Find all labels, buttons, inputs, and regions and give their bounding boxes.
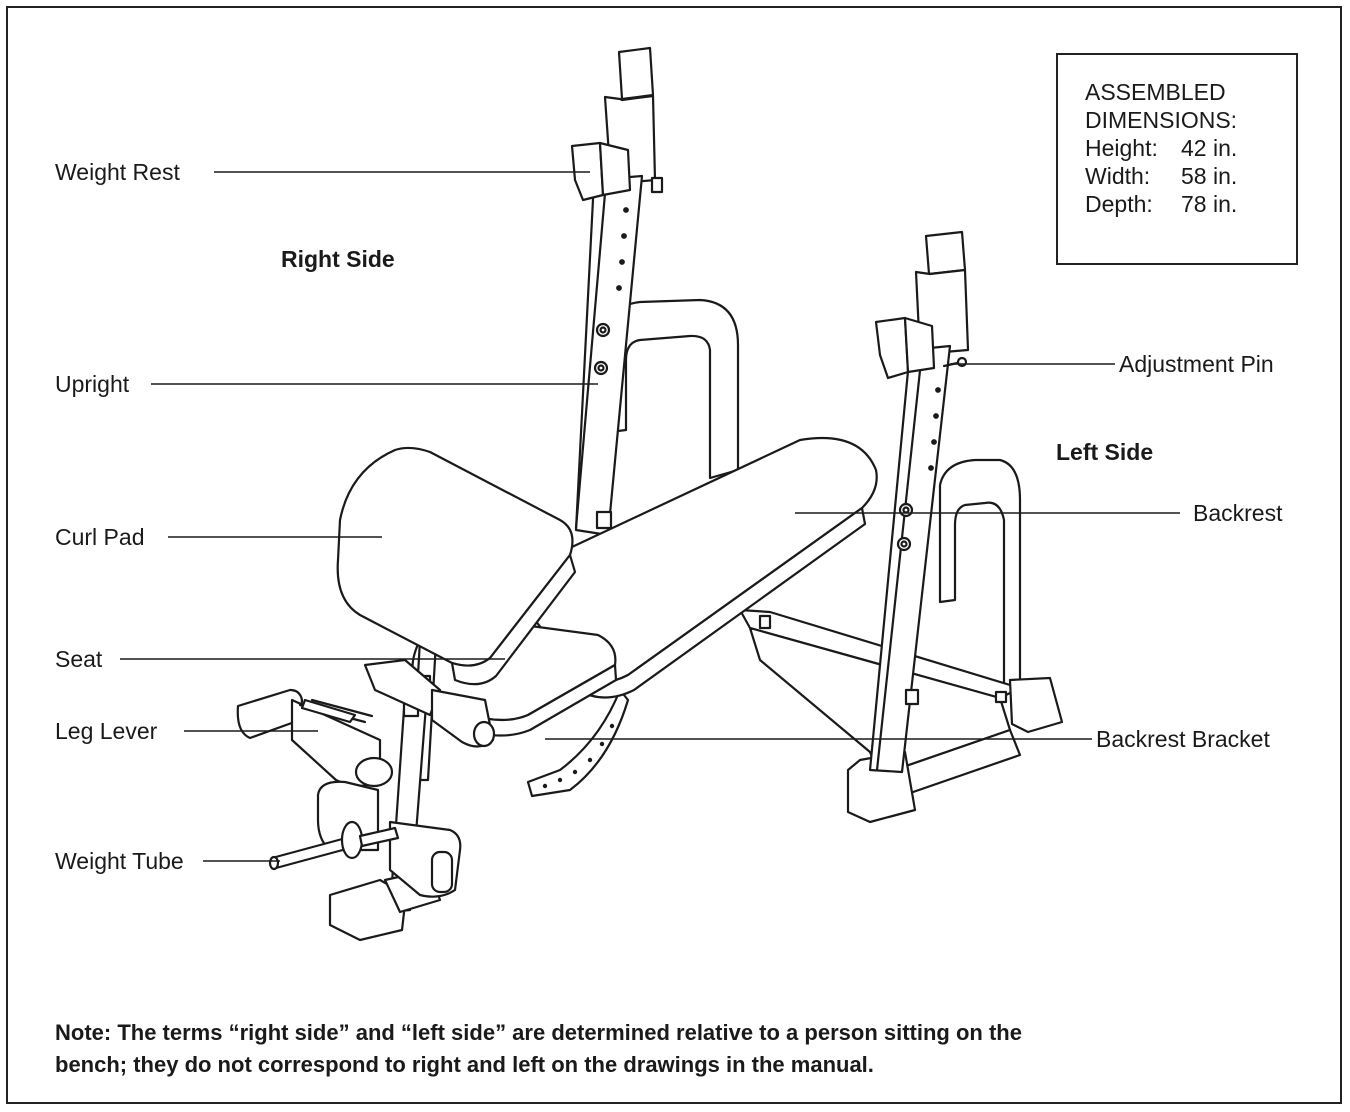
dimension-key: Depth: — [1085, 191, 1153, 217]
label-weight-rest: Weight Rest — [55, 159, 180, 185]
left-weight-rest — [874, 316, 936, 380]
weight-tube-part — [268, 820, 400, 871]
leader-lines — [120, 171, 1180, 862]
label-adjustment-pin: Adjustment Pin — [1119, 351, 1274, 377]
label-backrest-bracket: Backrest Bracket — [1096, 726, 1270, 752]
orientation-note: Note: The terms “right side” and “left s… — [55, 1017, 1255, 1081]
label-right-side: Right Side — [281, 246, 395, 272]
dimensions-title-line1: ASSEMBLED — [1085, 79, 1226, 105]
right-upright — [574, 46, 657, 537]
diagram-frame — [6, 6, 1342, 1104]
dimension-value: 42 in. — [1181, 135, 1238, 161]
note-line-2: bench; they do not correspond to right a… — [55, 1052, 874, 1077]
label-weight-tube: Weight Tube — [55, 848, 184, 874]
dimensions-title-line2: DIMENSIONS: — [1085, 107, 1238, 133]
label-left-side: Left Side — [1056, 439, 1154, 465]
label-seat: Seat — [55, 646, 103, 672]
dimension-value: 78 in. — [1181, 191, 1238, 217]
label-curl-pad: Curl Pad — [55, 524, 145, 550]
label-backrest: Backrest — [1193, 500, 1283, 526]
dimension-row-width: Width: 58 in. — [1085, 162, 1296, 190]
right-rear-u-frame — [608, 298, 740, 480]
dimension-key: Width: — [1085, 163, 1151, 189]
label-leg-lever: Leg Lever — [55, 718, 158, 744]
label-upright: Upright — [55, 371, 130, 397]
dimension-row-height: Height: 42 in. — [1085, 134, 1296, 162]
dimension-value: 58 in. — [1181, 163, 1238, 189]
dimension-row-depth: Depth: 78 in. — [1085, 190, 1296, 218]
lower-rollers — [316, 780, 462, 898]
left-rear-u-frame — [938, 458, 1022, 694]
dimension-key: Height: — [1085, 135, 1158, 161]
backrest-bracket-part — [526, 688, 630, 798]
left-upright — [868, 230, 970, 774]
leg-lever-rollers — [236, 658, 496, 788]
assembled-dimensions-box: ASSEMBLED DIMENSIONS: Height: 42 in. Wid… — [1056, 53, 1298, 265]
curl-pad — [336, 446, 577, 686]
note-line-1: Note: The terms “right side” and “left s… — [55, 1020, 1022, 1045]
